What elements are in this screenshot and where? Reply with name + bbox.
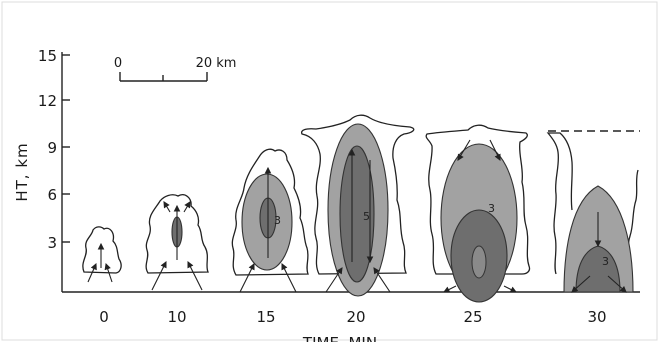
y-tick-label: 6 (47, 186, 57, 204)
contour-label: 3 (602, 255, 609, 268)
contour-label: 3 (274, 214, 281, 227)
x-tick-label: 20 (346, 308, 365, 326)
contour-label: 5 (363, 210, 370, 223)
x-tick-label: 15 (256, 308, 275, 326)
contour-label: 3 (488, 202, 495, 215)
x-tick-label: 10 (167, 308, 186, 326)
scale-bar-end-label: 20 km (196, 56, 237, 71)
x-tick-label: 0 (99, 308, 109, 326)
inner-echo-contour (472, 246, 486, 278)
x-tick-label: 25 (463, 308, 482, 326)
y-tick-label: 15 (38, 47, 57, 65)
y-tick-label: 3 (47, 234, 57, 252)
x-axis-title: TIME, MIN (302, 334, 377, 342)
x-tick-label: 30 (587, 308, 606, 326)
y-axis-title: HT, km (13, 142, 31, 201)
y-tick-label: 12 (38, 92, 57, 110)
scale-bar-start-label: 0 (114, 56, 122, 71)
y-tick-label: 9 (47, 139, 57, 157)
